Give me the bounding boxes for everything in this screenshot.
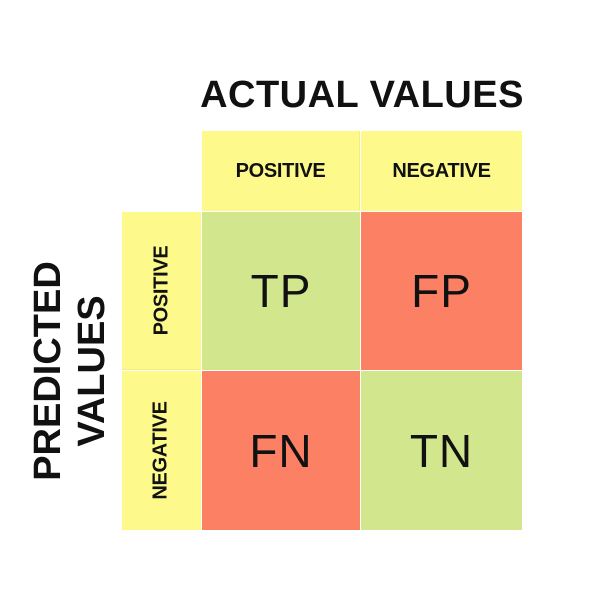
cell-false-negative: FN	[202, 371, 360, 530]
row-header-negative: NEGATIVE	[122, 371, 201, 530]
cell-true-positive-label: TP	[250, 265, 312, 317]
cell-false-positive-label: FP	[411, 265, 472, 317]
predicted-values-title: PREDICTED VALUES	[20, 212, 120, 530]
cell-false-positive: FP	[361, 212, 522, 370]
predicted-title-line2: VALUES	[71, 295, 114, 447]
predicted-values-title-text: PREDICTED VALUES	[26, 261, 114, 481]
column-header-positive: POSITIVE	[202, 131, 360, 211]
column-header-negative-label: NEGATIVE	[392, 159, 491, 182]
cell-false-negative-label: FN	[249, 424, 313, 477]
column-header-negative: NEGATIVE	[361, 131, 522, 211]
cell-true-positive: TP	[202, 212, 360, 370]
cell-true-negative-label: TN	[409, 424, 474, 477]
row-header-positive: POSITIVE	[122, 212, 201, 370]
row-header-negative-label: NEGATIVE	[150, 401, 173, 500]
row-header-positive-label: POSITIVE	[150, 245, 173, 336]
column-header-positive-label: POSITIVE	[235, 159, 326, 182]
cell-true-negative: TN	[361, 371, 522, 530]
predicted-title-line1: PREDICTED	[27, 261, 70, 481]
actual-values-title: ACTUAL VALUES	[200, 73, 524, 116]
